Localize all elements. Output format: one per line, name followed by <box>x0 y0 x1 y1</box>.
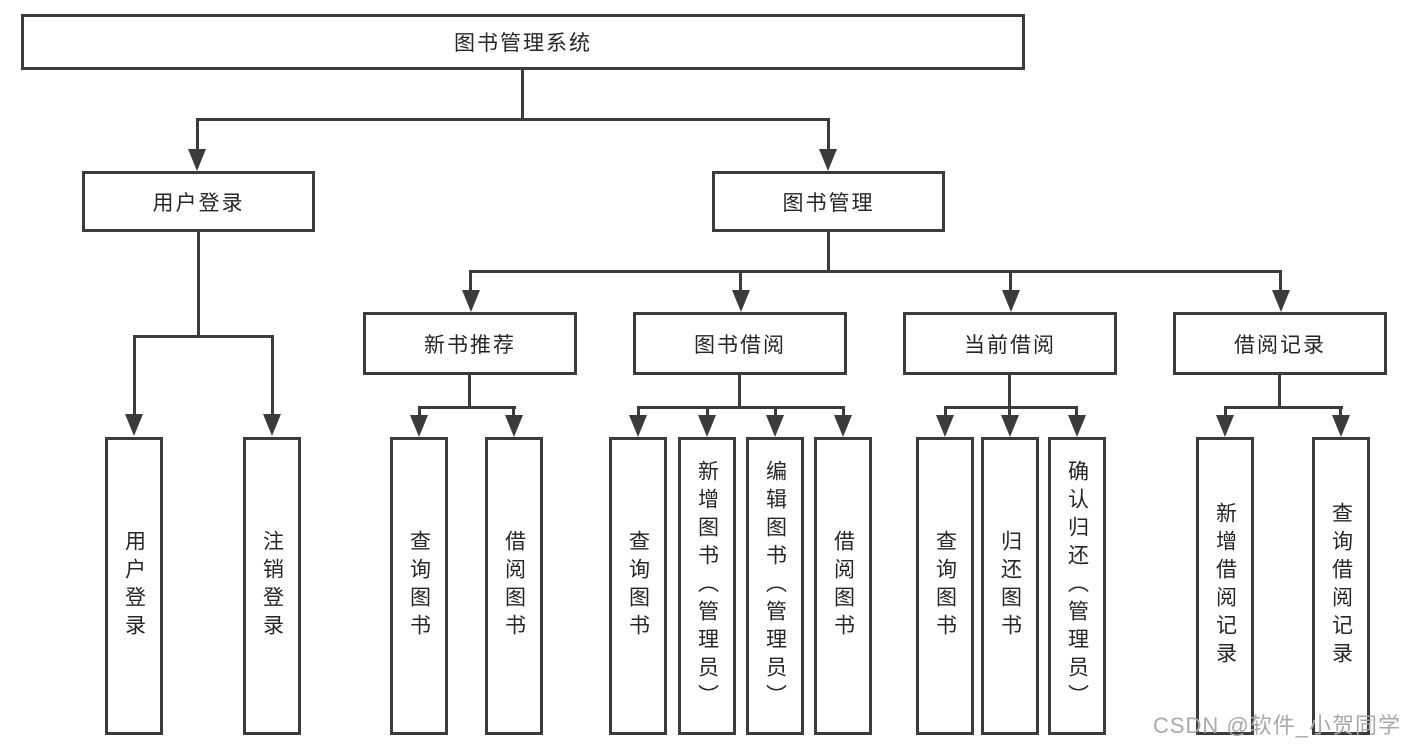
node-book-management-label: 图书管理 <box>782 191 875 215</box>
connector-drop-g2c4 <box>842 406 845 415</box>
leaf-g3-query-books: 查询图书 <box>916 437 974 735</box>
down-arrow-g2c3 <box>766 415 784 437</box>
down-arrow-g3c1 <box>936 415 954 437</box>
node-book-management: 图书管理 <box>712 171 945 232</box>
down-arrow-user-login <box>188 149 206 171</box>
node-current-borrowing: 当前借阅 <box>903 312 1117 375</box>
leaf-g3-return-books: 归还图书 <box>981 437 1039 735</box>
node-book-borrowing-label: 图书借阅 <box>694 333 786 357</box>
connector-group1-stub <box>468 375 471 406</box>
leaf-g4-query-borrow-record-label: 查询借阅记录 <box>1329 502 1353 670</box>
node-library-system-label: 图书管理系统 <box>454 32 592 55</box>
connector-group2-hline <box>637 406 845 409</box>
connector-drop-book-management <box>827 118 830 151</box>
down-arrow-g4c2 <box>1332 415 1350 437</box>
node-current-borrowing-label: 当前借阅 <box>964 333 1056 357</box>
leaf-g2-add-books-admin: 新增图书（管理员） <box>678 437 736 735</box>
leaf-g3-return-books-label: 归还图书 <box>998 530 1022 642</box>
connector-drop-g2c1 <box>637 406 640 415</box>
connector-drop-user-login <box>196 118 199 151</box>
leaf-g3-query-books-label: 查询图书 <box>933 530 957 642</box>
leaf-g1-borrow-books-label: 借阅图书 <box>502 530 526 642</box>
node-borrowing-records-label: 借阅记录 <box>1234 333 1326 357</box>
down-arrow-g2c2 <box>698 415 716 437</box>
connector-group3-stub <box>1008 375 1011 406</box>
connector-drop-group3 <box>1009 270 1012 290</box>
down-arrow-group1 <box>462 290 480 312</box>
leaf-g2-borrow-books: 借阅图书 <box>814 437 872 735</box>
down-arrow-login-leaf1 <box>125 414 143 436</box>
down-arrow-g2c1 <box>629 415 647 437</box>
connector-drop-group2 <box>739 270 742 290</box>
connector-manage-hline <box>469 270 1282 273</box>
watermark: CSDN @软件_小贺同学 <box>1152 713 1401 738</box>
connector-drop-login-leaf2 <box>271 335 274 415</box>
leaf-user-login: 用户登录 <box>105 437 163 735</box>
connector-group1-hline <box>418 406 516 409</box>
connector-drop-g3c2 <box>1008 406 1011 415</box>
connector-drop-g4c2 <box>1339 406 1342 415</box>
connector-drop-g3c3 <box>1075 406 1078 415</box>
leaf-g1-borrow-books: 借阅图书 <box>485 437 543 735</box>
connector-drop-login-leaf1 <box>133 335 136 415</box>
leaf-g2-query-books-label: 查询图书 <box>626 530 650 642</box>
connector-drop-g2c3 <box>774 406 777 415</box>
connector-group2-stub <box>738 375 741 406</box>
leaf-g2-borrow-books-label: 借阅图书 <box>831 530 855 642</box>
connector-login-hline <box>133 335 274 338</box>
down-arrow-g4c1 <box>1216 415 1234 437</box>
connector-drop-g2c2 <box>706 406 709 415</box>
leaf-g2-edit-books-admin: 编辑图书（管理员） <box>746 437 804 735</box>
down-arrow-g3c3 <box>1068 415 1086 437</box>
node-user-login: 用户登录 <box>82 171 315 232</box>
down-arrow-book-management <box>819 149 837 171</box>
down-arrow-login-leaf2 <box>263 414 281 436</box>
connector-drop-g3c1 <box>944 406 947 415</box>
leaf-g2-add-books-admin-label: 新增图书（管理员） <box>695 460 719 712</box>
down-arrow-g2c4 <box>834 415 852 437</box>
leaf-g4-add-borrow-record: 新增借阅记录 <box>1196 437 1254 735</box>
connector-drop-g1c1 <box>418 406 421 415</box>
leaf-user-login-label: 用户登录 <box>122 530 146 642</box>
leaf-g2-edit-books-admin-label: 编辑图书（管理员） <box>763 460 787 712</box>
leaf-logout: 注销登录 <box>243 437 301 735</box>
down-arrow-g1c1 <box>410 415 428 437</box>
leaf-g3-confirm-return-admin-label: 确认归还（管理员） <box>1065 460 1089 712</box>
down-arrow-group4 <box>1272 290 1290 312</box>
leaf-logout-label: 注销登录 <box>260 530 284 642</box>
down-arrow-group2 <box>732 290 750 312</box>
leaf-g3-confirm-return-admin: 确认归还（管理员） <box>1048 437 1106 735</box>
leaf-g4-query-borrow-record: 查询借阅记录 <box>1312 437 1370 735</box>
node-library-system: 图书管理系统 <box>21 14 1025 70</box>
leaf-g2-query-books: 查询图书 <box>609 437 667 735</box>
connector-group4-hline <box>1224 406 1343 409</box>
node-book-borrowing: 图书借阅 <box>633 312 847 375</box>
connector-manage-stub <box>827 232 830 270</box>
down-arrow-group3 <box>1002 290 1020 312</box>
down-arrow-g1c2 <box>505 415 523 437</box>
connector-group4-stub <box>1278 375 1281 406</box>
connector-drop-g1c2 <box>512 406 515 415</box>
connector-login-stub <box>197 232 200 335</box>
down-arrow-g3c2 <box>1001 415 1019 437</box>
connector-root-stub <box>521 70 524 118</box>
node-new-book-recommend: 新书推荐 <box>363 312 577 375</box>
leaf-g4-add-borrow-record-label: 新增借阅记录 <box>1213 502 1237 670</box>
node-user-login-label: 用户登录 <box>152 191 245 215</box>
connector-drop-group4 <box>1279 270 1282 290</box>
connector-drop-g4c1 <box>1224 406 1227 415</box>
leaf-g1-query-books-label: 查询图书 <box>407 530 431 642</box>
connector-root-hline <box>196 118 830 121</box>
leaf-g1-query-books: 查询图书 <box>390 437 448 735</box>
connector-drop-group1 <box>469 270 472 290</box>
node-borrowing-records: 借阅记录 <box>1173 312 1387 375</box>
connector-group3-hline <box>944 406 1078 409</box>
node-new-book-recommend-label: 新书推荐 <box>424 333 516 357</box>
